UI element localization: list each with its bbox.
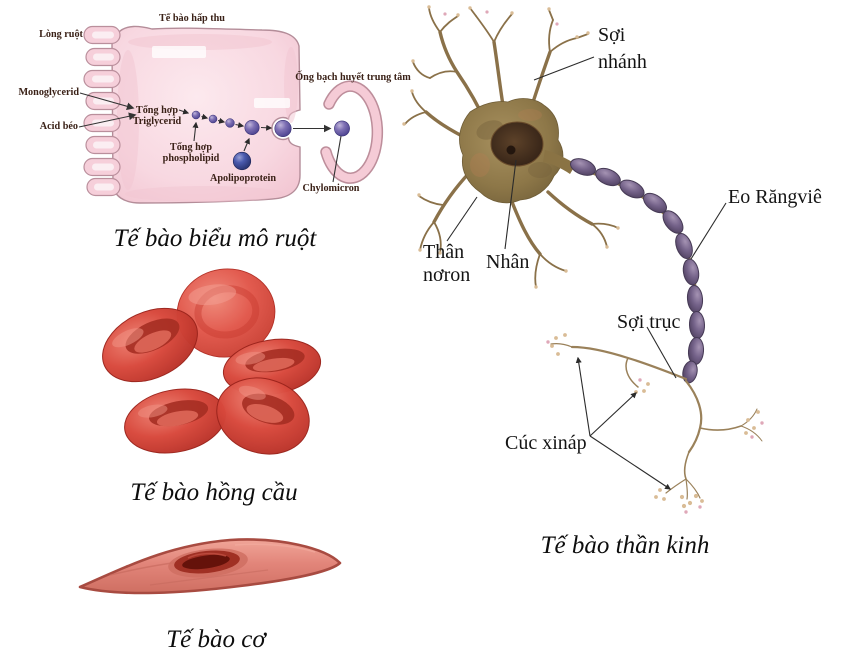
rbc-bottom-left	[124, 388, 226, 454]
red-blood-cells-illustration: Tế bào hồng cầu	[102, 268, 322, 506]
cell-highlight	[152, 46, 206, 58]
label-dendrite-2: nhánh	[598, 51, 647, 73]
rbc-bottom-right	[216, 377, 310, 455]
chylomicron-sphere	[334, 120, 350, 137]
caption-epithelial: Tế bào biểu mô ruột	[114, 225, 318, 252]
label-soma-2: nơron	[423, 264, 470, 286]
nucleolus	[506, 145, 516, 155]
rbc-top	[176, 268, 276, 358]
label-apolipoprotein: Apolipoprotein	[210, 173, 276, 184]
muscle-cell-illustration: Tế bào cơ	[78, 538, 342, 653]
label-nucleus: Nhân	[486, 251, 529, 273]
muscle-nucleus	[168, 548, 248, 578]
label-phospholipid-synthesis-1: Tổng hợp	[170, 142, 213, 153]
caption-rbc: Tế bào hồng cầu	[130, 479, 297, 506]
epithelial-arrows	[78, 92, 342, 183]
label-triglycerid-synthesis-2: Triglycerid	[133, 116, 182, 127]
label-fatty-acid: Acid béo	[40, 121, 78, 132]
axon-hillock	[543, 150, 576, 174]
label-absorptive-cell: Tế bào hấp thu	[159, 13, 225, 24]
label-monoglycerid: Monoglycerid	[18, 87, 79, 98]
label-synaptic-knobs: Cúc xináp	[505, 432, 587, 454]
apolipoprotein-sphere	[232, 151, 252, 171]
cell-highlight	[254, 98, 290, 108]
label-triglycerid-synthesis-1: Tổng hợp	[136, 105, 179, 116]
microvilli	[83, 25, 121, 197]
myelin-sheath-beads	[570, 158, 706, 384]
lacteal-vessel	[320, 80, 384, 184]
label-lacteal: Ống bạch huyết trung tâm	[295, 70, 411, 83]
label-lumen: Lòng ruột	[39, 29, 83, 40]
cell-inner-shading	[117, 34, 298, 202]
dendrite-tip-buds	[402, 5, 620, 289]
neuron-nucleus	[490, 121, 544, 167]
synaptic-knob-tufts	[546, 333, 764, 514]
label-soma-1: Thân	[423, 241, 464, 263]
axon-terminal-branches	[550, 343, 763, 500]
label-node-of-ranvier: Eo Răngviê	[728, 186, 822, 208]
label-phospholipid-synthesis-2: phospholipid	[163, 153, 220, 164]
caption-neuron: Tế bào thần kinh	[541, 532, 710, 559]
neuron-label-lines	[446, 56, 727, 490]
neuron-illustration: Sợi nhánh Eo Răngviê Thân nơron Nhân Sợi…	[402, 5, 822, 559]
rbc-left	[102, 307, 198, 383]
epithelial-cell-illustration: Tế bào hấp thu Lòng ruột Monoglycerid Ac…	[18, 13, 411, 252]
label-dendrite-1: Sợi	[598, 24, 626, 46]
caption-muscle: Tế bào cơ	[166, 626, 267, 653]
lipid-droplets	[191, 110, 350, 171]
label-axon: Sợi trục	[617, 311, 680, 333]
label-chylomicron: Chylomicron	[303, 183, 360, 194]
